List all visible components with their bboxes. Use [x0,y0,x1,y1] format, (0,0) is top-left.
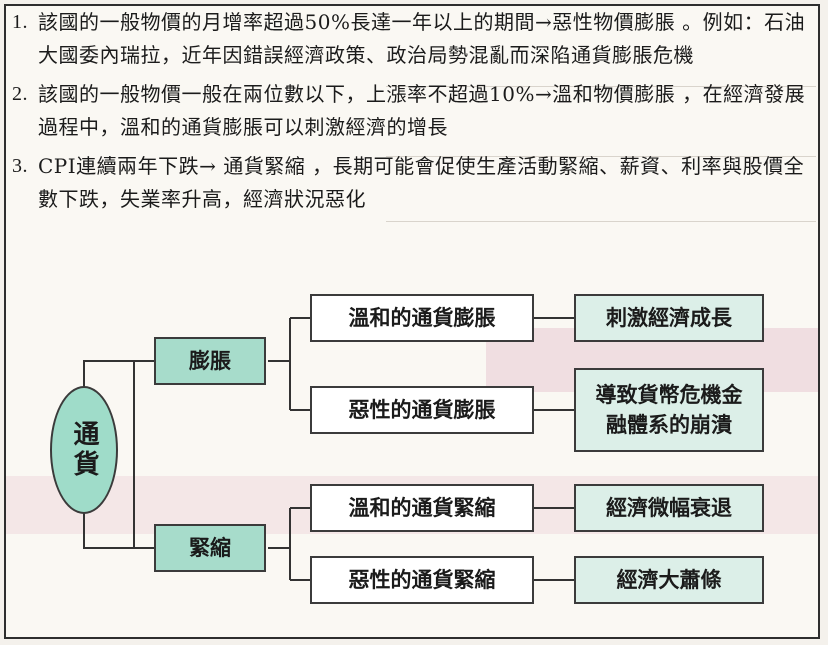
notes-list: 1. 該國的一般物價的月增率超過50%長達一年以上的期間→惡性物價膨脹 。例如：… [12,6,812,216]
mild-inflation-node: 溫和的通貨膨脹 [310,294,534,342]
result-mild-recession: 經濟微幅衰退 [574,484,764,532]
branch-node-contraction: 緊縮 [154,524,266,572]
note-text: 該國的一般物價一般在兩位數以下，上漲率不超過10%→溫和物價膨脹 ，在經濟發展過… [38,82,806,139]
note-text: 該國的一般物價的月增率超過50%長達一年以上的期間→惡性物價膨脹 。例如：石油大… [38,10,806,67]
severe-deflation-node: 惡性的通貨緊縮 [310,556,534,604]
connector-contraction [268,507,310,581]
result-great-depression: 經濟大蕭條 [574,556,764,604]
note-number: 3. [12,155,28,177]
note-number: 1. [12,11,28,33]
connector-expansion [268,317,310,411]
note-item: 1. 該國的一般物價的月增率超過50%長達一年以上的期間→惡性物價膨脹 。例如：… [12,6,812,72]
result-financial-collapse: 導致貨幣危機金融體系的崩潰 [574,368,764,452]
bleed-through-line [386,221,816,222]
bleed-through-line [386,156,816,157]
result-stimulate-growth: 刺激經濟成長 [574,294,764,342]
connector-root-branches [83,360,154,549]
note-item: 3. CPI連續兩年下跌→ 通貨緊縮 ，長期可能會促使生產活動緊縮、薪資、利率與… [12,150,812,216]
note-text: CPI連續兩年下跌→ 通貨緊縮 ，長期可能會促使生產活動緊縮、薪資、利率與股價全… [38,154,805,211]
connector-results [534,317,574,581]
note-number: 2. [12,83,28,105]
mild-deflation-node: 溫和的通貨緊縮 [310,484,534,532]
note-item: 2. 該國的一般物價一般在兩位數以下，上漲率不超過10%→溫和物價膨脹 ，在經濟… [12,78,812,144]
branch-node-expansion: 膨脹 [154,337,266,385]
hyperinflation-node: 惡性的通貨膨脹 [310,386,534,434]
root-currency-node: 通貨 [50,386,118,514]
bleed-through-line [386,86,816,87]
